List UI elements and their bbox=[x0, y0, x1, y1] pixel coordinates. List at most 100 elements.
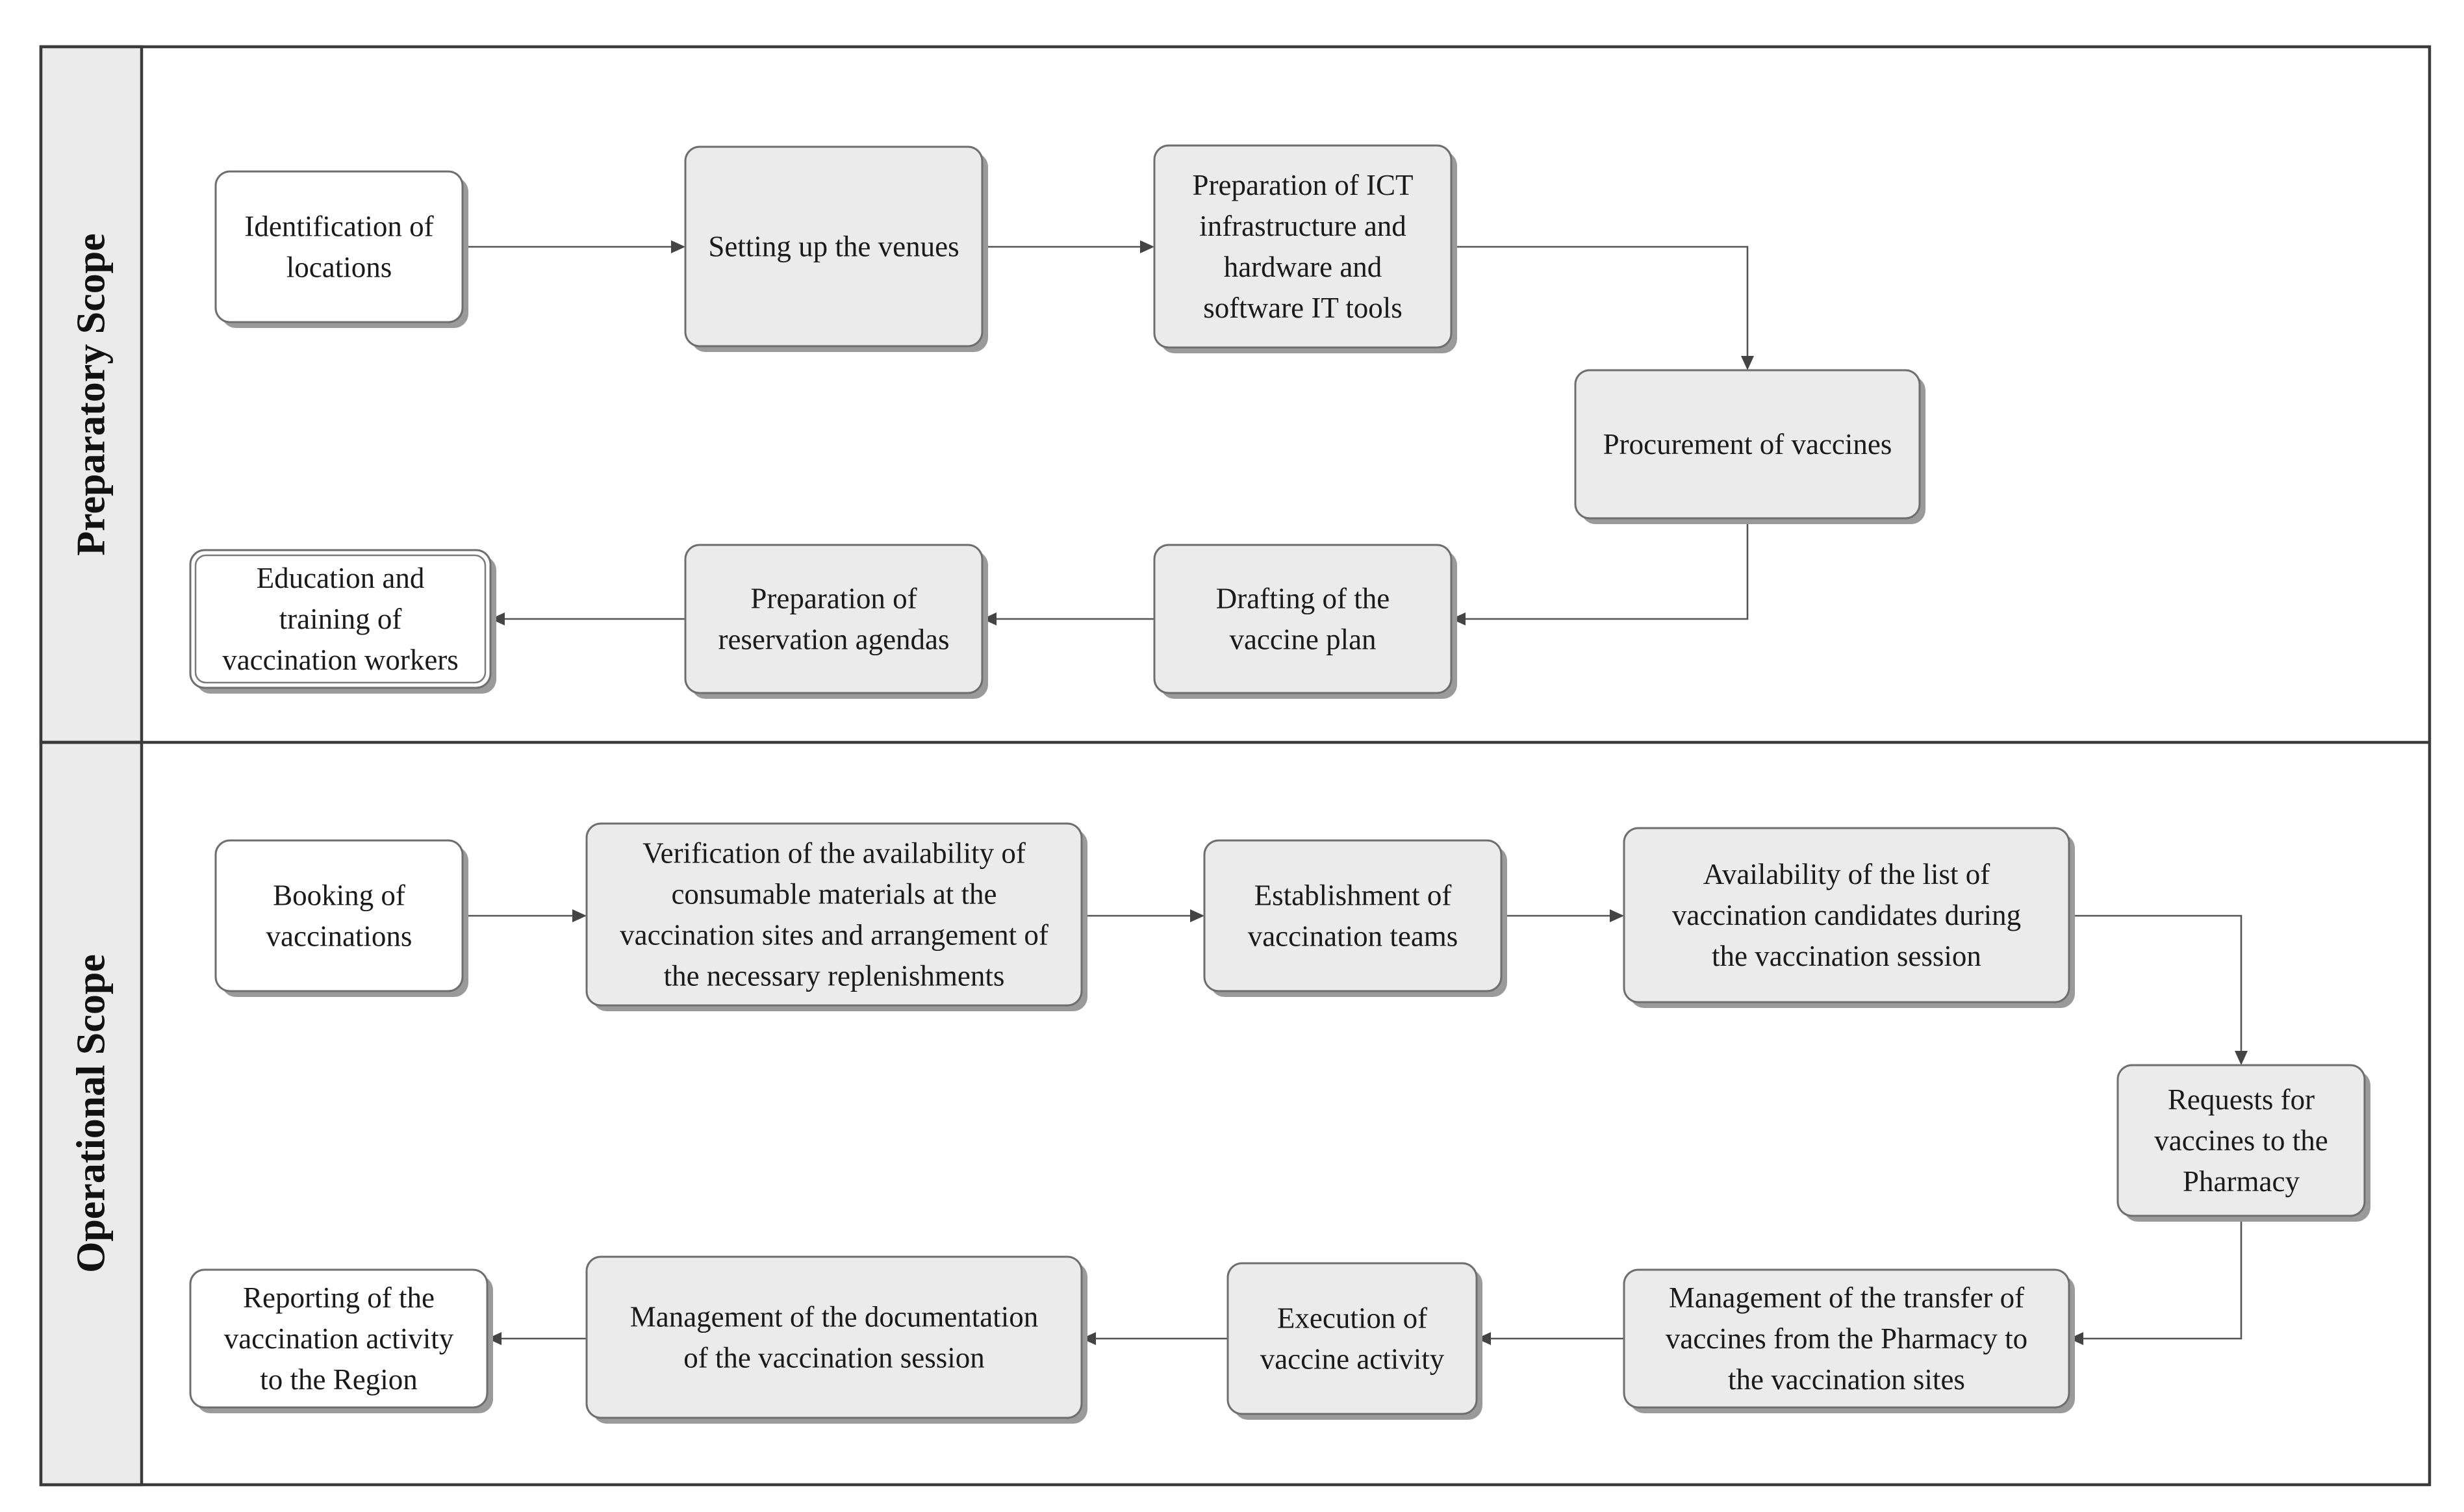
step-label-line: consumable materials at the bbox=[671, 878, 997, 911]
step-label-line: of the vaccination session bbox=[683, 1342, 985, 1374]
step-ict-preparation: Preparation of ICT infrastructure and hard… bbox=[1153, 144, 1457, 353]
step-label-line: reservation agendas bbox=[718, 624, 949, 656]
step-box bbox=[2116, 1064, 2366, 1217]
step-box bbox=[189, 1268, 489, 1409]
step-box bbox=[214, 170, 464, 323]
step-identification-of-locations: Identification of locations bbox=[214, 170, 468, 328]
step-setting-up-venues: Setting up the venues bbox=[684, 145, 988, 352]
arrow-procurement-of-vaccines-to-drafting-vaccine-plan bbox=[1451, 518, 1749, 625]
arrowhead bbox=[982, 612, 997, 625]
step-label-line: vaccination teams bbox=[1248, 920, 1458, 953]
step-label-line: Availability of the list of bbox=[1703, 858, 1990, 890]
step-label-line: infrastructure and bbox=[1199, 210, 1406, 242]
step-transfer-management: Management of the transfer of vaccines fr… bbox=[1623, 1268, 2075, 1413]
step-box bbox=[1623, 827, 2070, 1003]
lane-preparatory: Preparatory Scope bbox=[39, 45, 144, 744]
step-box bbox=[1226, 1262, 1478, 1415]
step-label-line: Verification of the availability of bbox=[642, 837, 1026, 870]
step-label-line: Establishment of bbox=[1254, 879, 1452, 912]
arrow-transfer-management-to-execution-activity bbox=[1477, 1332, 1624, 1345]
arrowhead bbox=[1082, 1332, 1096, 1345]
step-box bbox=[1153, 544, 1453, 694]
arrowhead bbox=[1451, 612, 1466, 625]
step-label-line: vaccination sites and arrangement of bbox=[620, 919, 1048, 951]
arrowhead bbox=[490, 612, 505, 625]
step-box bbox=[684, 544, 984, 694]
step-label-line: Identification of bbox=[244, 210, 433, 243]
step-booking-vaccinations: Booking of vaccinations bbox=[214, 839, 468, 997]
arrowhead bbox=[572, 909, 587, 922]
step-procurement-of-vaccines: Procurement of vaccines bbox=[1574, 369, 1925, 524]
step-execution-activity: Execution of vaccine activity bbox=[1226, 1262, 1482, 1420]
step-drafting-vaccine-plan: Drafting of the vaccine plan bbox=[1153, 544, 1457, 699]
lane-title-preparatory: Preparatory Scope bbox=[70, 233, 114, 555]
arrowhead bbox=[1477, 1332, 1491, 1345]
step-verification-materials: Verification of the availability of consu… bbox=[585, 822, 1087, 1011]
step-box bbox=[1623, 1268, 2070, 1409]
arrow-requests-pharmacy-to-transfer-management bbox=[2069, 1216, 2242, 1345]
arrow-establishment-teams-to-candidates-list bbox=[1501, 909, 1624, 922]
step-box bbox=[1153, 144, 1453, 349]
arrowhead bbox=[487, 1332, 502, 1345]
arrowhead bbox=[1140, 240, 1154, 253]
arrowhead bbox=[1741, 356, 1754, 370]
arrowhead bbox=[1610, 909, 1624, 922]
step-label-line: training of bbox=[279, 603, 402, 635]
arrow-reservation-agendas-to-education-training bbox=[490, 612, 685, 625]
process-steps: Identification of locations Setting up the… bbox=[189, 144, 2370, 1424]
arrow-drafting-vaccine-plan-to-reservation-agendas bbox=[982, 612, 1154, 625]
step-label-line: the necessary replenishments bbox=[664, 960, 1005, 992]
step-label-line: vaccination activity bbox=[224, 1322, 454, 1355]
step-inner-border bbox=[194, 554, 487, 684]
step-label-line: vaccination candidates during bbox=[1672, 899, 2021, 931]
step-label-line: to the Region bbox=[260, 1363, 417, 1396]
step-box bbox=[1574, 369, 1921, 520]
step-label-line: Procurement of vaccines bbox=[1603, 428, 1892, 460]
step-label-line: vaccination workers bbox=[222, 644, 459, 676]
flow-arrows bbox=[463, 240, 2248, 1345]
step-documentation-management: Management of the documentation of the va… bbox=[585, 1255, 1087, 1424]
step-label-line: Setting up the venues bbox=[708, 231, 959, 263]
step-label-line: Booking of bbox=[273, 879, 405, 912]
step-label-line: Preparation of ICT bbox=[1193, 169, 1414, 201]
step-label-line: software IT tools bbox=[1203, 292, 1403, 324]
step-label-line: locations bbox=[286, 251, 392, 284]
arrow-verification-materials-to-establishment-teams bbox=[1082, 909, 1204, 922]
lane-title-operational: Operational Scope bbox=[70, 954, 114, 1273]
step-establishment-teams: Establishment of vaccination teams bbox=[1203, 839, 1507, 997]
arrowhead bbox=[2235, 1051, 2248, 1065]
step-label-line: hardware and bbox=[1224, 251, 1382, 283]
arrow-setting-up-venues-to-ict-preparation bbox=[982, 240, 1154, 253]
step-reporting-region: Reporting of the vaccination activity to t… bbox=[189, 1268, 493, 1413]
step-label-line: Reporting of the bbox=[243, 1281, 435, 1314]
step-label-line: vaccine plan bbox=[1229, 624, 1376, 656]
step-candidates-list: Availability of the list of vaccination c… bbox=[1623, 827, 2075, 1008]
step-label-line: vaccine activity bbox=[1260, 1343, 1445, 1376]
step-box bbox=[214, 839, 464, 992]
step-reservation-agendas: Preparation of reservation agendas bbox=[684, 544, 988, 699]
step-label-line: Management of the documentation bbox=[630, 1301, 1039, 1333]
step-label-line: vaccinations bbox=[266, 920, 413, 953]
step-label-line: vaccines to the bbox=[2154, 1124, 2328, 1157]
step-label-line: Management of the transfer of bbox=[1669, 1281, 2024, 1314]
step-box bbox=[189, 549, 492, 689]
arrow-execution-activity-to-documentation-management bbox=[1082, 1332, 1228, 1345]
arrowhead bbox=[1190, 909, 1204, 922]
step-label-line: Requests for bbox=[2168, 1083, 2315, 1116]
arrow-line bbox=[2083, 1216, 2242, 1340]
step-label-line: the vaccination session bbox=[1712, 940, 1981, 972]
arrowhead bbox=[2069, 1332, 2083, 1345]
arrow-line bbox=[2069, 914, 2242, 1051]
arrow-documentation-management-to-reporting-region bbox=[487, 1332, 587, 1345]
step-label-line: Preparation of bbox=[750, 583, 917, 615]
step-label-line: Drafting of the bbox=[1216, 583, 1390, 615]
step-label-line: Execution of bbox=[1277, 1302, 1427, 1335]
arrow-booking-vaccinations-to-verification-materials bbox=[463, 909, 587, 922]
step-label-line: vaccines from the Pharmacy to bbox=[1666, 1322, 2027, 1355]
step-label-line: Pharmacy bbox=[2183, 1165, 2300, 1198]
step-box bbox=[585, 1255, 1083, 1419]
